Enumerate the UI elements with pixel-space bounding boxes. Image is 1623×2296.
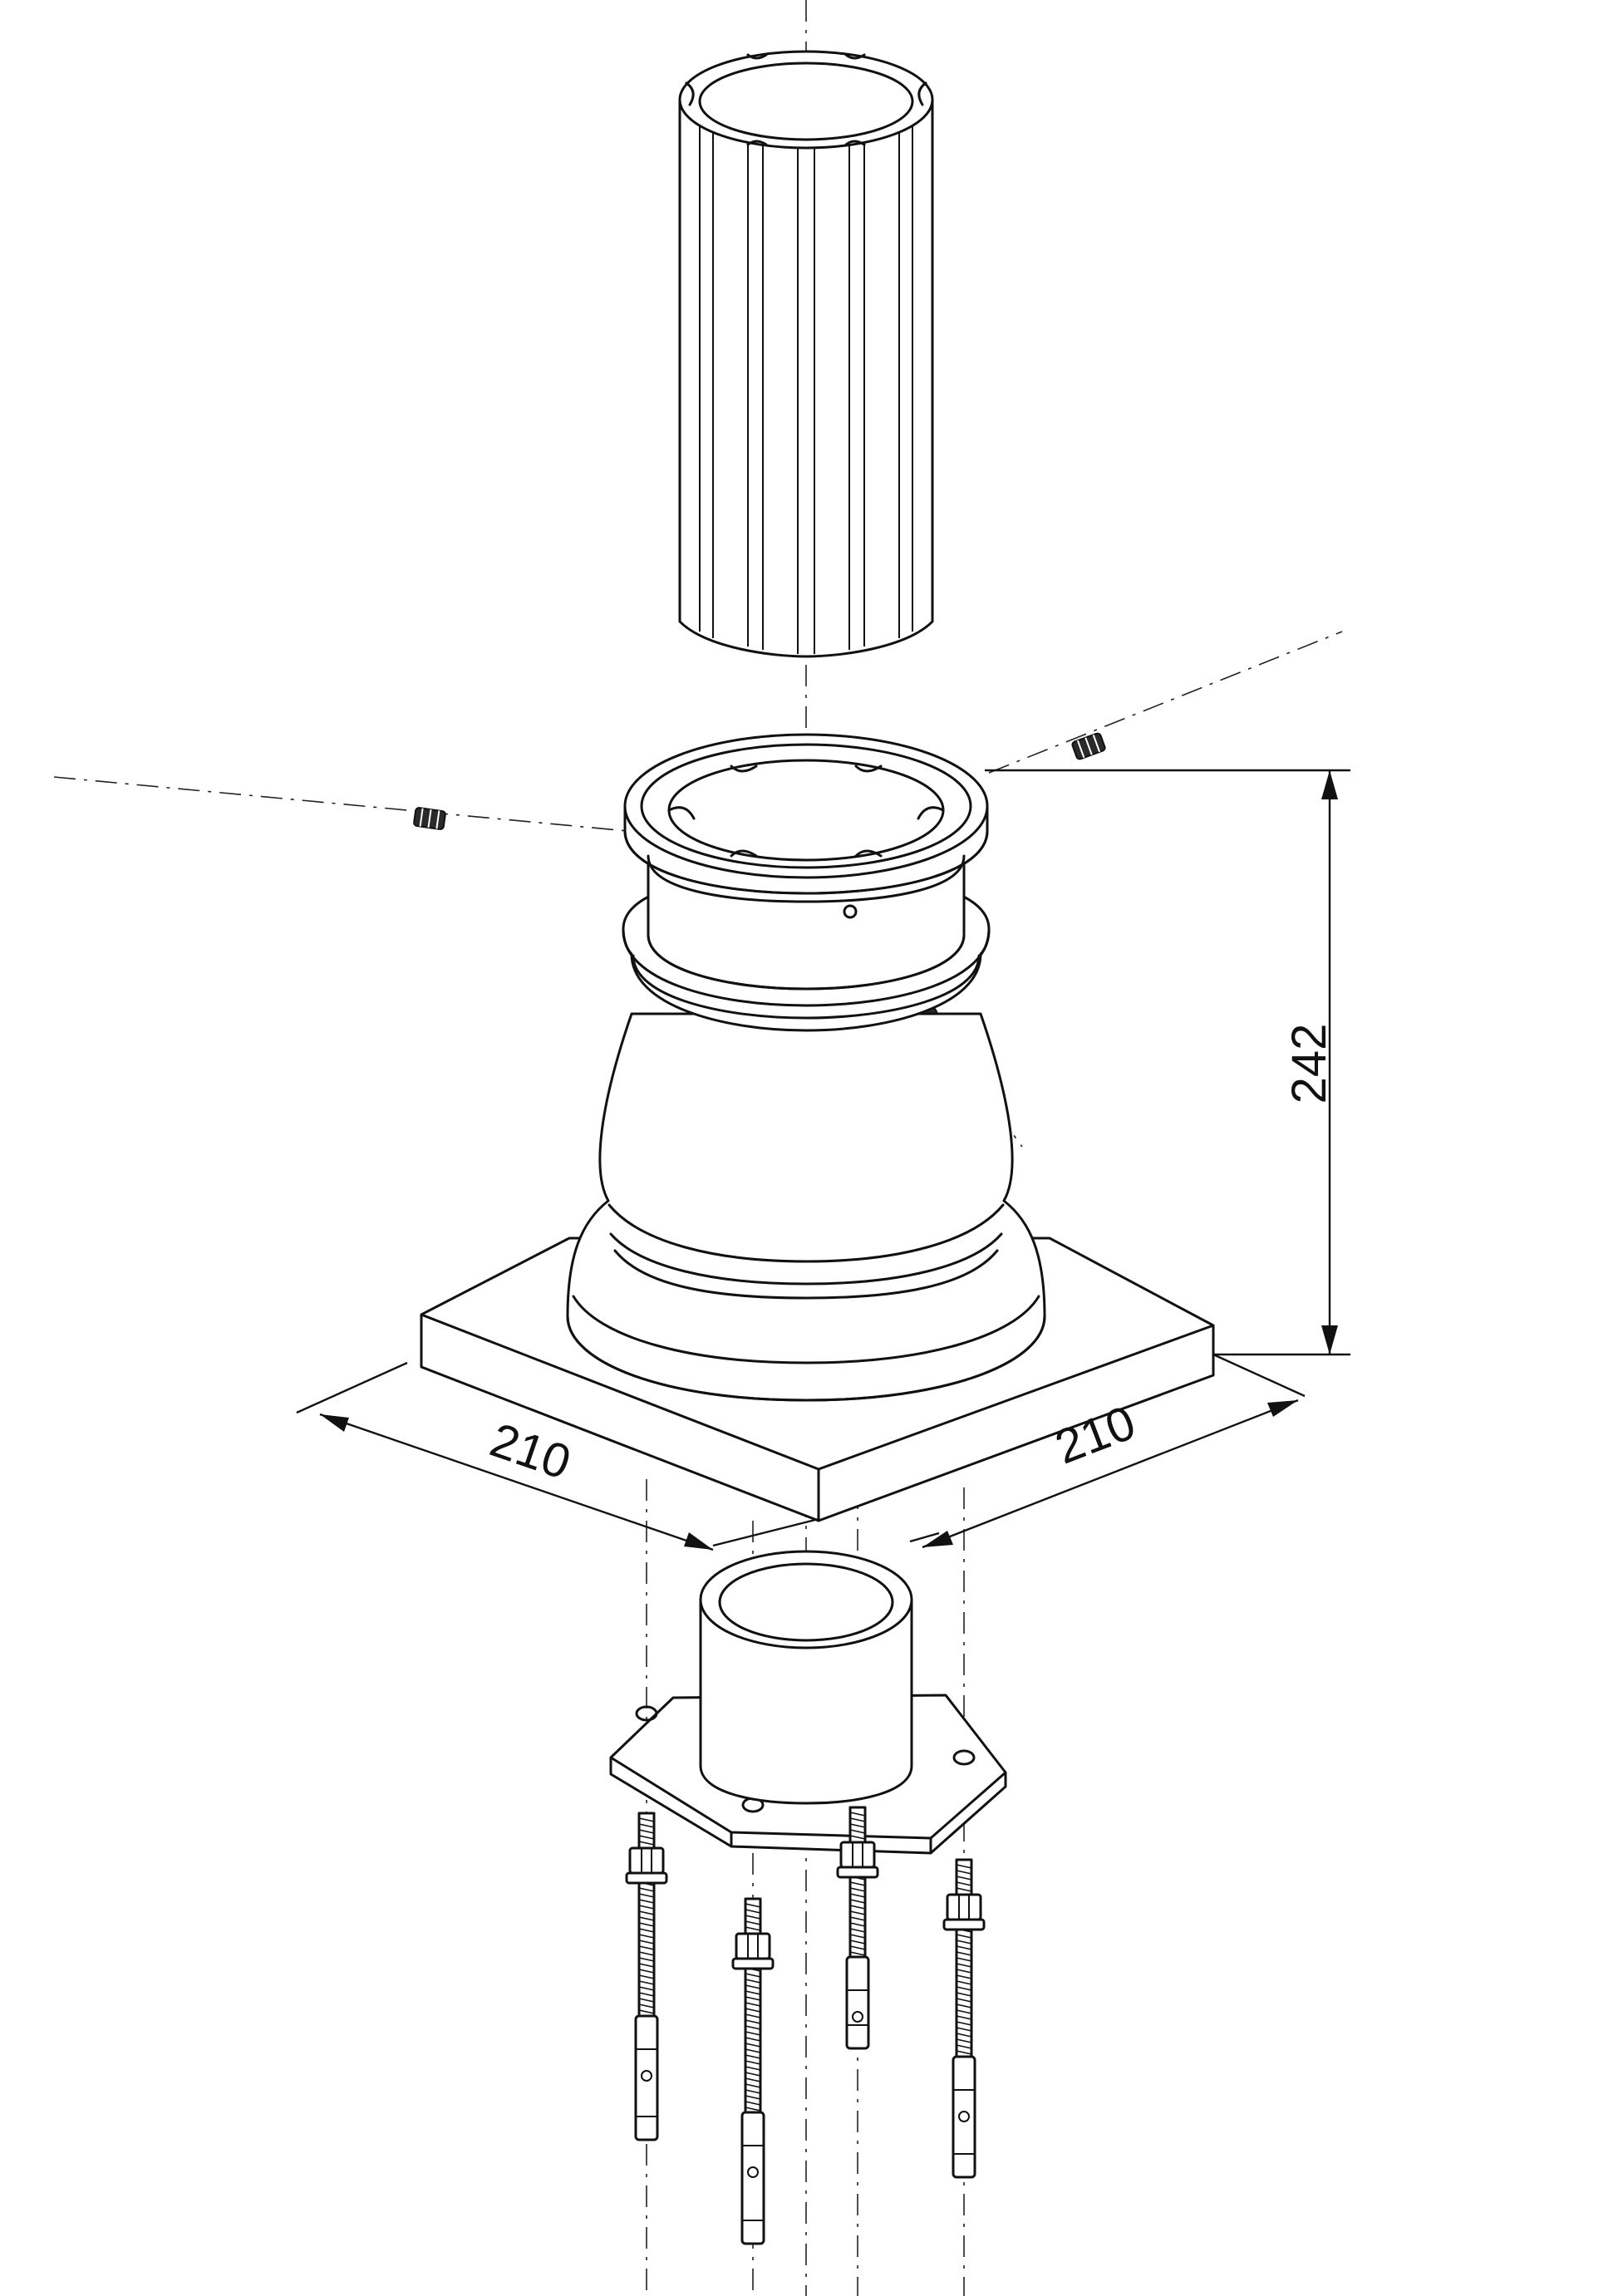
lower-ring-2	[613, 1249, 999, 1300]
anchor-sleeve	[609, 1550, 1007, 1855]
left-dim-line	[319, 1413, 714, 1551]
left-ext-1	[296, 1361, 408, 1414]
left-grub-screw	[413, 807, 446, 830]
middle-collar-groove	[632, 954, 981, 1020]
column-bore	[698, 61, 914, 141]
anchor-bolt-2	[731, 1897, 775, 2245]
bolt-sleeve-hole	[852, 2011, 863, 2023]
anchor-bolt-1	[625, 1812, 668, 2141]
column-flutes	[699, 125, 913, 654]
anchor-hole-1	[635, 1705, 658, 1722]
anchor-bolt-4	[942, 1858, 986, 2179]
bolt-sleeve-hole	[747, 2166, 759, 2178]
right-dim-line	[922, 1399, 1299, 1549]
right-ext-2	[909, 1531, 940, 1543]
bolt-nut	[628, 1846, 665, 1875]
right-grub-screw	[1071, 732, 1106, 760]
bolt-nut	[735, 1932, 771, 1960]
bell-silhouette	[566, 1012, 1046, 1402]
bolt-sleeve-hole	[641, 2070, 652, 2082]
bolt-washer	[731, 1957, 775, 1970]
right-arrow-a	[922, 1531, 953, 1547]
bolt-washer	[942, 1918, 986, 1931]
fluted-column	[678, 50, 934, 658]
right-ext-1	[1212, 1353, 1306, 1398]
column-top-rim	[678, 50, 934, 150]
right-screw-axis	[988, 631, 1343, 774]
top-collar-inner-line	[647, 854, 966, 903]
left-width-value: 210	[484, 1413, 578, 1490]
bolt-sleeve	[634, 2014, 659, 2141]
sleeve-top-rim	[699, 1550, 913, 1649]
anchor-bolts	[625, 1806, 986, 2245]
bolt-sleeve	[952, 2055, 976, 2179]
left-arrow-a	[320, 1414, 349, 1432]
bolt-sleeve-hole	[958, 2111, 970, 2122]
top-collar-rim	[623, 733, 989, 879]
lower-ring-1	[609, 1232, 1003, 1286]
anchor-plate-top-edge	[609, 1756, 1007, 1840]
right-arrow-b	[1267, 1400, 1298, 1417]
anchor-hole-4	[952, 1749, 976, 1766]
left-screw-axis	[53, 776, 628, 832]
spline-teeth	[667, 765, 945, 858]
base-upper-curve	[572, 1295, 1040, 1364]
baluster-body	[566, 733, 1046, 1402]
height-arrow-bottom	[1321, 1325, 1338, 1354]
sleeve-body	[699, 1598, 913, 1805]
bolt-nut	[839, 1841, 876, 1869]
column-body	[678, 98, 934, 658]
screw-hole	[843, 904, 858, 919]
sleeve-bore	[718, 1562, 894, 1642]
height-value: 242	[1282, 1024, 1336, 1104]
neck-bottom-edge	[647, 933, 966, 991]
anchor-bolt-3	[836, 1806, 879, 2050]
top-collar-inner-rim	[640, 743, 972, 869]
height-arrow-top	[1321, 770, 1338, 799]
bolt-sleeve	[845, 1955, 870, 2050]
height-dimension: 242	[985, 769, 1350, 1356]
middle-collar-edge	[622, 929, 991, 1007]
base-lower-curve	[566, 1315, 1046, 1402]
left-arrow-b	[684, 1532, 713, 1550]
bolt-washer	[625, 1871, 668, 1885]
bolt-nut	[946, 1893, 982, 1921]
left-ext-2	[712, 1517, 819, 1547]
lower-ring-3	[607, 1203, 1005, 1263]
bolt-washer	[836, 1866, 879, 1879]
column-top-notches	[685, 53, 927, 146]
